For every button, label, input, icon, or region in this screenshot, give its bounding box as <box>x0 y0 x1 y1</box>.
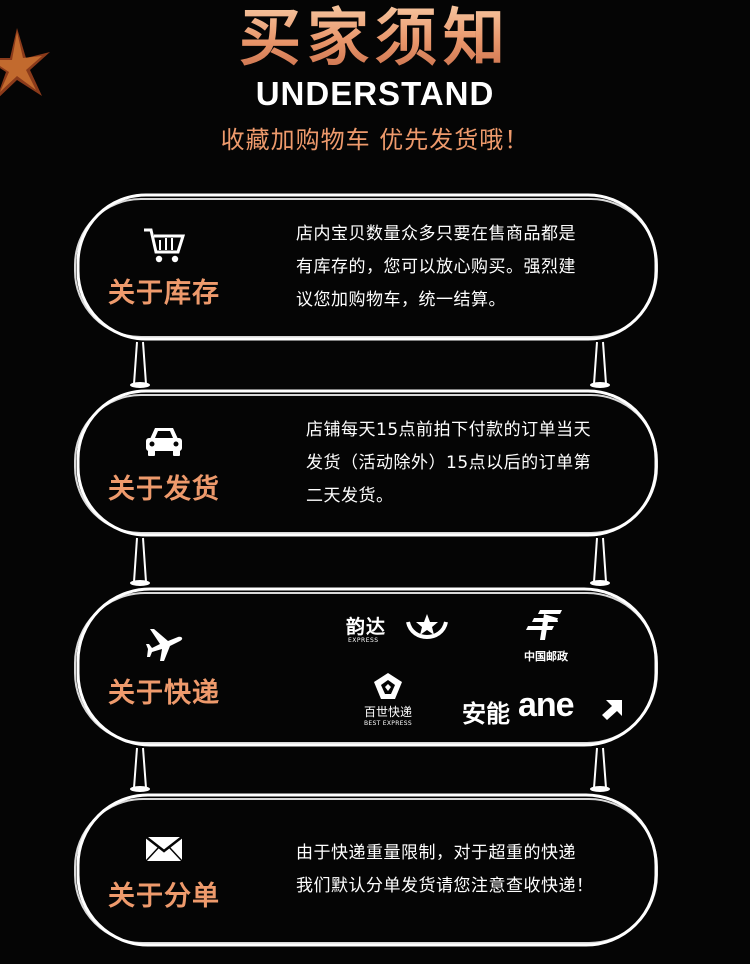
connector-left <box>130 341 150 388</box>
connector-right <box>590 341 610 388</box>
ane-logo: 安能 ane <box>462 686 634 728</box>
card-description: 店内宝贝数量众多只要在售商品都是 有库存的，您可以放心购买。强烈建 议您加购物车… <box>296 192 636 342</box>
car-icon <box>146 427 182 456</box>
card-express: 关于快递 韵达 EXPRESS 中国邮政 百世快递 BEST EXPRESS 安… <box>74 586 660 748</box>
best-express-emblem-icon <box>374 673 402 699</box>
card-text-line: 店铺每天15点前拍下付款的订单当天 <box>306 419 592 440</box>
ane-logo-en: ane <box>518 686 575 724</box>
card-frame <box>74 793 658 947</box>
card-text-line: 有库存的，您可以放心购买。强烈建 <box>296 256 576 277</box>
ane-logo-cn: 安能 <box>462 700 510 728</box>
card-label: 关于发货 <box>108 473 220 505</box>
envelope-icon <box>145 835 183 862</box>
yunda-star-icon <box>406 614 448 639</box>
card-heading: 关于分单 <box>74 792 254 948</box>
card-text-line: 由于快递重量限制，对于超重的快递 <box>296 843 576 863</box>
yunda-logo: 韵达 EXPRESS <box>346 610 466 652</box>
card-text-line: 议您加购物车，统一结算。 <box>296 289 506 310</box>
card-inventory: 关于库存 店内宝贝数量众多只要在售商品都是 有库存的，您可以放心购买。强烈建 议… <box>74 192 660 342</box>
decorative-leaf-icon <box>0 28 50 97</box>
card-heading: 关于库存 <box>74 192 254 342</box>
card-text-line: 店内宝贝数量众多只要在售商品都是 <box>296 223 576 244</box>
card-label: 关于库存 <box>108 277 220 309</box>
card-frame <box>74 587 658 747</box>
card-heading: 关于发货 <box>74 388 254 538</box>
china-post-logo-name: 中国邮政 <box>524 650 568 663</box>
card-description: 店铺每天15点前拍下付款的订单当天 发货（活动除外）15点以后的订单第 二天发货… <box>306 388 646 538</box>
card-description: 由于快递重量限制，对于超重的快递 我们默认分单发货请您注意查收快递！ <box>296 792 646 948</box>
yunda-logo-sub: EXPRESS <box>348 637 379 644</box>
connector-left <box>130 747 150 792</box>
connector-right <box>590 537 610 586</box>
card-heading: 关于快递 <box>74 586 254 748</box>
page-subtitle: UNDERSTAND <box>255 75 495 112</box>
best-express-logo-sub: BEST EXPRESS <box>364 720 412 727</box>
card-shipping: 关于发货 店铺每天15点前拍下付款的订单当天 发货（活动除外）15点以后的订单第… <box>74 388 660 538</box>
card-frame <box>74 193 658 341</box>
china-post-emblem-icon <box>526 610 562 640</box>
connector-left <box>130 537 150 586</box>
card-split-order: 关于分单 由于快递重量限制，对于超重的快递 我们默认分单发货请您注意查收快递！ <box>74 792 660 948</box>
card-frame <box>74 389 658 537</box>
card-text-line: 二天发货。 <box>306 485 394 506</box>
card-label: 关于快递 <box>108 677 220 709</box>
page-slogan: 收藏加购物车 优先发货哦！ <box>220 126 530 154</box>
page-title: 买家须知 <box>0 2 750 74</box>
card-text-line: 我们默认分单发货请您注意查收快递！ <box>296 876 594 896</box>
shopping-cart-icon <box>144 228 186 262</box>
ane-arrow-icon <box>602 700 622 720</box>
card-text-line: 发货（活动除外）15点以后的订单第 <box>306 452 592 473</box>
card-label: 关于分单 <box>108 880 220 912</box>
china-post-logo: 中国邮政 <box>514 608 578 668</box>
connector-right <box>590 747 610 792</box>
best-express-logo-name: 百世快递 <box>363 705 412 719</box>
airplane-icon <box>146 628 183 661</box>
yunda-logo-name: 韵达 <box>346 616 387 638</box>
best-express-logo: 百世快递 BEST EXPRESS <box>352 672 424 734</box>
